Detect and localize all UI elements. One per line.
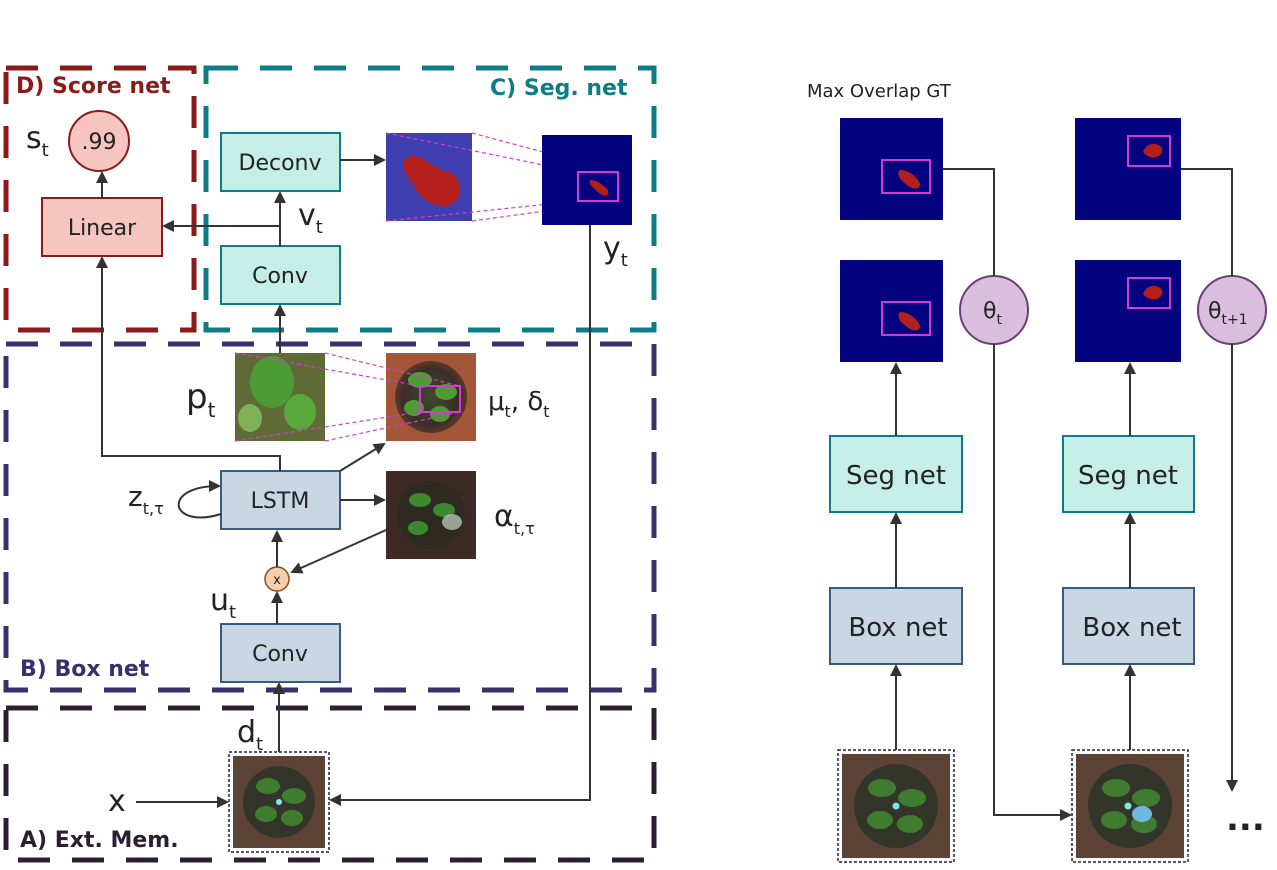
s-t-label: st	[26, 121, 49, 161]
pred-mask-1	[840, 260, 943, 362]
p-t-label: pt	[186, 377, 216, 422]
theta-label-2: θt+1	[1208, 299, 1248, 328]
multiply-label: x	[273, 573, 281, 588]
memory-image-2	[1071, 749, 1189, 863]
output-mask-image	[542, 135, 632, 225]
conv-seg-label: Conv	[252, 264, 308, 289]
gt-mask-2	[1075, 118, 1181, 220]
x-input-label: x	[108, 784, 126, 819]
score-net-region	[3, 65, 197, 333]
seg-net-label-2: Seg net	[1078, 461, 1178, 491]
max-overlap-header: Max Overlap GT	[807, 81, 952, 102]
seg-net-block-2	[1062, 435, 1195, 513]
d-t-label: dt	[237, 715, 263, 755]
memory-image-1	[837, 749, 955, 863]
deconv-label: Deconv	[239, 151, 322, 176]
z-label: zt,τ	[128, 480, 164, 518]
deconv-block	[220, 132, 341, 192]
v-t-label: vt	[298, 198, 323, 238]
alpha-label: αt,τ	[494, 499, 535, 538]
score-net-title: D) Score net	[16, 74, 171, 99]
seg-net-label-1: Seg net	[846, 461, 946, 491]
box-net-title: B) Box net	[20, 657, 150, 682]
memory-image	[228, 751, 330, 853]
score-value: .99	[82, 130, 117, 155]
box-net-region	[3, 341, 657, 693]
ext-mem-title: A) Ext. Mem.	[20, 828, 179, 853]
box-net-block-2	[1062, 587, 1195, 665]
pred-mask-2	[1075, 260, 1181, 362]
theta-label-1: θt	[983, 299, 1002, 328]
box-net-label-1: Box net	[848, 613, 947, 643]
box-net-label-2: Box net	[1082, 613, 1181, 643]
attention-image	[386, 471, 476, 559]
zoomed-mask-patch	[386, 133, 472, 221]
conv-box-label: Conv	[252, 642, 308, 667]
seg-net-title: C) Seg. net	[490, 76, 628, 101]
seg-net-block-1	[829, 435, 963, 513]
gt-mask-1	[840, 118, 943, 220]
ext-mem-region	[3, 705, 657, 863]
ellipsis: ...	[1226, 799, 1265, 839]
glimpse-patch	[235, 353, 325, 441]
box-net-block-1	[829, 587, 963, 665]
plant-image-box	[386, 353, 476, 441]
seg-net-region	[203, 65, 657, 333]
lstm-label: LSTM	[251, 489, 310, 514]
y-t-label: yt	[603, 231, 628, 271]
mu-delta-label: μt, δt	[488, 387, 550, 421]
linear-label: Linear	[68, 216, 137, 241]
u-t-label: ut	[210, 583, 236, 623]
conv-box-block	[220, 623, 341, 683]
